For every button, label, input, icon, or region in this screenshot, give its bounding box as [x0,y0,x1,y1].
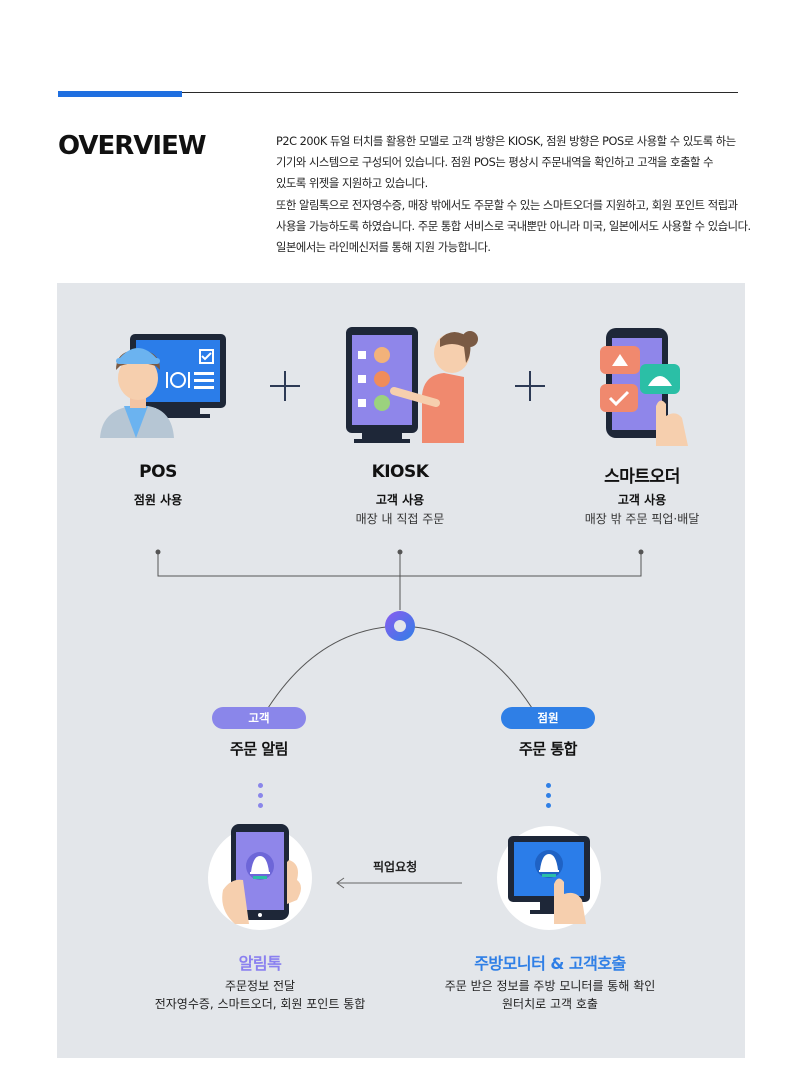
kitchen-monitor-icon [497,826,601,930]
plus-icon [515,371,545,401]
smartorder-description: 매장 밖 주문 픽업·배달 [584,512,700,526]
customer-branch-title: 주문 알림 [230,740,288,758]
kiosk-title: KIOSK [371,462,429,482]
staff-branch-title: 주문 통합 [519,740,577,758]
plus-icon [270,371,300,401]
customer-dots [258,783,264,813]
smartorder-subtitle: 고객 사용 [617,493,667,507]
alimtalk-title: 알림톡 [238,954,282,973]
customer-pill: 고객 [212,707,306,729]
smartorder-illustration-icon [600,328,688,446]
overview-title: OVERVIEW [58,131,207,161]
pos-illustration-icon [100,334,226,438]
pickup-request-label: 픽업요청 [373,860,418,874]
alimtalk-desc-line: 주문정보 전달 [224,979,296,993]
kitchen-description: 주문 받은 정보를 주방 모니터를 통해 확인 원터치로 고객 호출 [418,977,682,1013]
staff-pill: 점원 [501,707,595,729]
alimtalk-phone-icon [208,824,312,930]
alimtalk-description: 주문정보 전달 전자영수증, 스마트오더, 회원 포인트 통합 [130,977,390,1013]
header-accent-bar [58,91,182,97]
kiosk-subtitle: 고객 사용 [375,493,425,507]
overview-line: 일본에서는 라인메신저를 통해 지원 가능합니다. [276,241,491,255]
overview-line: 있도록 위젯을 지원하고 있습니다. [276,177,428,191]
kitchen-desc-line: 주문 받은 정보를 주방 모니터를 통해 확인 [444,979,656,993]
kitchen-title: 주방모니터 & 고객호출 [474,954,626,973]
overview-line: 사용을 가능하도록 하였습니다. 주문 통합 서비스로 국내뿐만 아니라 미국,… [276,219,751,233]
overview-line: 기기와 시스템으로 구성되어 있습니다. 점원 POS는 평상시 주문내역을 확… [276,156,714,170]
pos-subtitle: 점원 사용 [133,493,183,507]
header-divider [58,92,738,93]
smartorder-title: 스마트오더 [604,467,680,487]
overview-body: P2C 200K 듀얼 터치를 활용한 모델로 고객 방향은 KIOSK, 점원… [276,131,751,258]
kitchen-desc-line: 원터치로 고객 호출 [502,997,598,1011]
staff-dots [546,783,552,813]
kiosk-description: 매장 내 직접 주문 [355,512,445,526]
overview-line: 또한 알림톡으로 전자영수증, 매장 밖에서도 주문할 수 있는 스마트오더를 … [276,198,738,212]
overview-line: P2C 200K 듀얼 터치를 활용한 모델로 고객 방향은 KIOSK, 점원… [276,135,736,148]
alimtalk-desc-line: 전자영수증, 스마트오더, 회원 포인트 통합 [154,997,366,1011]
kiosk-illustration-icon [346,327,478,443]
pos-title: POS [139,462,177,482]
